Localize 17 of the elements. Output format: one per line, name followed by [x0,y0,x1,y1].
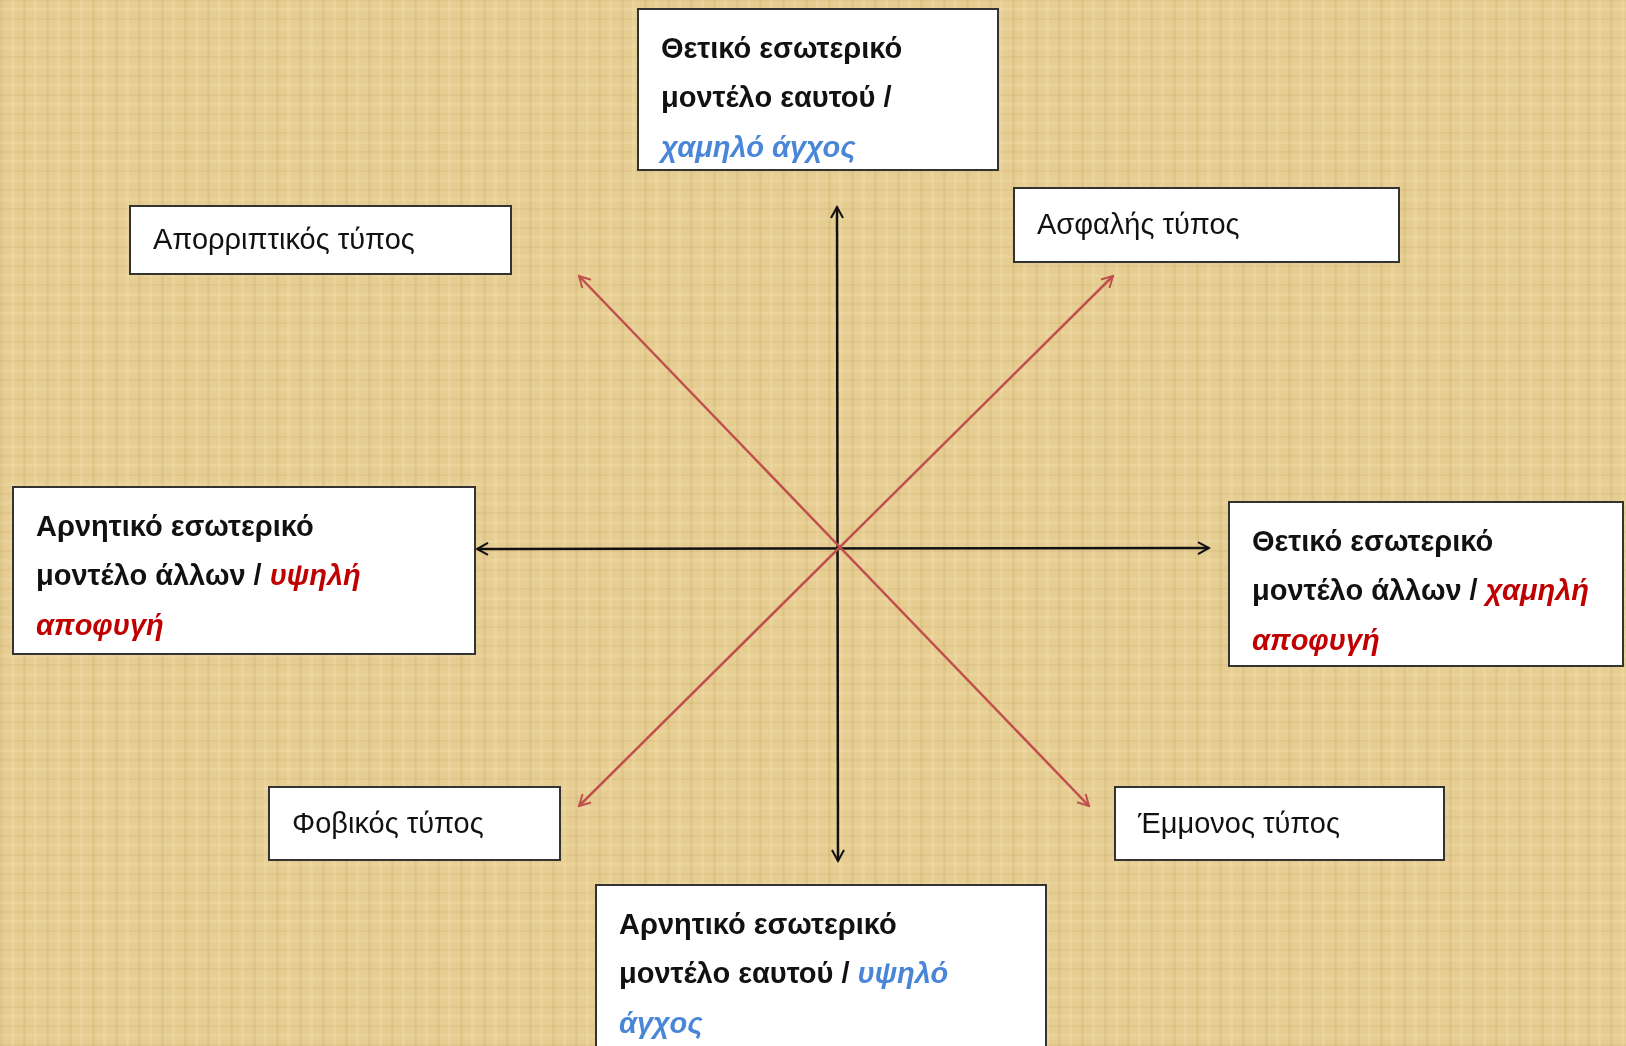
text-box [1013,187,1400,263]
text-box [1228,501,1624,667]
double-arrow [830,206,845,862]
box-text: Ασφαλής τύπος [1037,207,1240,243]
box-text: Απορριπτικός τύπος [153,222,415,258]
box-text: Αρνητικό εσωτερικό μοντέλο άλλων / υψηλή αποφυγή [36,509,362,643]
text-box [12,486,476,655]
text-box [595,884,1047,1046]
double-arrow [476,541,1210,556]
text-box [268,786,561,861]
box-text: Αρνητικό εσωτερικό μοντέλο εαυτού / υψηλό άγχος [619,907,950,1041]
box-text: Θετικό εσωτερικό μοντέλο άλλων / χαμηλή αποφυγή [1252,524,1591,658]
box-text: Φοβικός τύπος [292,805,484,841]
text-box [1114,786,1445,861]
text-box [129,205,512,275]
text-box [637,8,999,171]
box-text: Έμμονος τύπος [1138,805,1340,841]
